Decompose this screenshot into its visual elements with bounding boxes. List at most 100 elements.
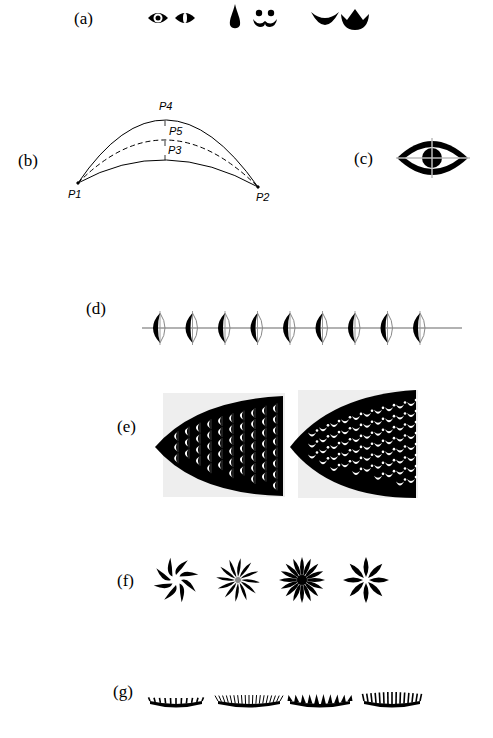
drawn-stroke (234, 695, 235, 703)
drawn-stroke (192, 311, 193, 345)
drawn-stroke (413, 313, 420, 343)
drawn-stroke (266, 417, 267, 427)
drawn-stroke (266, 472, 267, 482)
drawn-stroke (249, 695, 250, 704)
drawn-stroke (382, 407, 385, 410)
point-label: P4 (159, 101, 172, 112)
drawn-stroke (277, 403, 278, 413)
drawn-stroke (371, 453, 374, 456)
drawn-stroke (404, 456, 407, 459)
drawn-stroke (360, 468, 363, 471)
panel-label: (b) (18, 152, 38, 169)
drawn-stroke (283, 313, 290, 343)
drawn-stroke (385, 462, 393, 466)
drawn-stroke (240, 467, 243, 475)
drawn-stroke (412, 693, 413, 702)
drawn-stroke (229, 469, 232, 477)
drawn-stroke (255, 695, 257, 704)
drawn-stroke (226, 695, 228, 702)
drawn-stroke (277, 447, 278, 457)
drawn-stroke (255, 452, 256, 462)
drawn-stroke (371, 442, 374, 445)
drawn-stroke (175, 698, 177, 704)
drawn-stroke (229, 560, 236, 578)
drawn-stroke (193, 313, 198, 343)
drawn-stroke (297, 575, 307, 585)
drawn-stroke (407, 479, 415, 483)
drawn-stroke (229, 436, 232, 444)
drawn-stroke (174, 454, 177, 462)
drawn-stroke (196, 446, 199, 454)
drawn-stroke (211, 452, 212, 462)
drawn-stroke (407, 402, 415, 406)
drawn-stroke (371, 409, 374, 412)
drawn-stroke (207, 442, 210, 450)
drawn-stroke (407, 435, 415, 439)
drawn-stroke (404, 401, 407, 404)
drawn-stroke (216, 577, 235, 581)
drawn-stroke (381, 313, 388, 343)
drawn-stroke (233, 468, 234, 478)
drawn-stroke (355, 311, 356, 345)
drawn-stroke (341, 695, 346, 702)
drawn-stroke (387, 692, 389, 704)
drawn-stroke (251, 409, 254, 417)
drawn-stroke (255, 463, 256, 473)
drawn-stroke (415, 454, 418, 457)
panel-label: (e) (117, 418, 136, 435)
drawn-stroke (255, 419, 256, 429)
point-label: P3 (168, 145, 181, 156)
drawn-stroke (218, 450, 221, 458)
drawn-stroke (364, 557, 369, 577)
drawn-stroke (415, 476, 418, 479)
drawn-stroke (415, 421, 418, 424)
drawn-stroke (294, 695, 299, 702)
drawn-stroke (396, 438, 404, 442)
drawn-stroke (251, 464, 254, 472)
drawn-stroke (420, 313, 425, 343)
drawn-stroke (393, 437, 396, 440)
drawn-stroke (262, 418, 265, 426)
drawn-stroke (382, 429, 385, 432)
drawn-stroke (159, 698, 161, 703)
drawn-stroke (391, 692, 393, 704)
drawn-stroke (363, 457, 371, 461)
drawn-stroke (170, 698, 172, 704)
drawn-stroke (189, 438, 190, 448)
drawn-stroke (407, 424, 415, 428)
drawn-stroke (314, 694, 319, 704)
drawn-stroke (219, 696, 222, 702)
drawn-stroke (379, 692, 381, 703)
drawn-stroke (341, 430, 349, 434)
point-label: P1 (68, 189, 81, 200)
drawn-stroke (350, 582, 364, 596)
drawn-stroke (153, 313, 160, 343)
drawn-stroke (352, 449, 360, 453)
drawn-stroke (262, 473, 265, 481)
drawn-stroke (266, 695, 268, 703)
drawn-stroke (280, 696, 283, 701)
drawn-stroke (382, 462, 385, 465)
drawn-stroke (316, 440, 319, 443)
point-label: P5 (169, 126, 182, 137)
drawn-stroke (368, 582, 382, 596)
drawn-stroke (330, 423, 338, 427)
drawn-stroke (251, 431, 254, 439)
drawn-stroke (237, 558, 241, 577)
drawn-stroke (240, 456, 243, 464)
drawn-stroke (266, 406, 267, 416)
drawn-stroke (407, 413, 415, 417)
drawn-stroke (382, 473, 385, 476)
drawn-stroke (200, 445, 201, 455)
drawn-stroke (382, 451, 385, 454)
drawn-stroke (395, 692, 397, 704)
drawn-stroke (308, 432, 316, 436)
drawn-stroke (374, 421, 382, 425)
drawn-stroke (330, 467, 338, 471)
drawn-stroke (385, 407, 393, 411)
drawn-stroke (360, 457, 363, 460)
drawn-stroke (241, 571, 259, 578)
drawn-stroke (262, 407, 265, 415)
drawn-stroke (180, 584, 185, 603)
